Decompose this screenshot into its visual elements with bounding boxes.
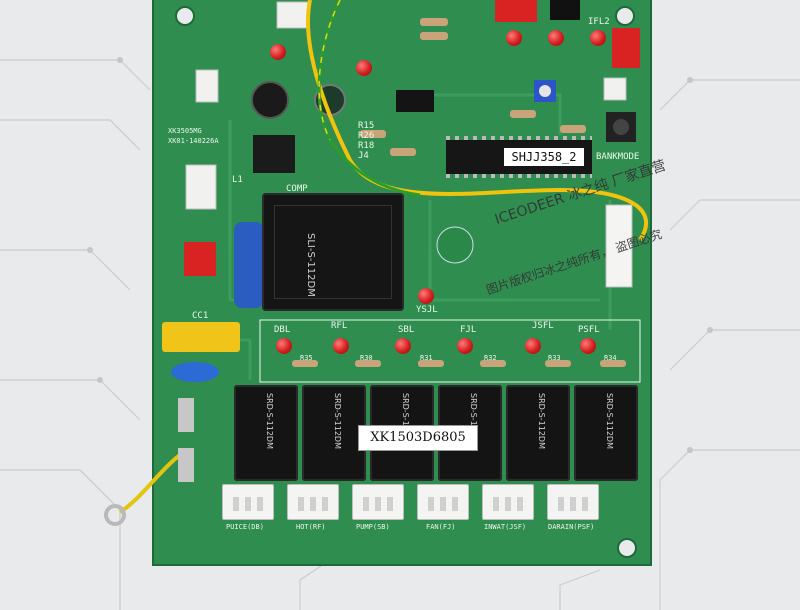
board-rev-text: XK01-140226A (168, 137, 219, 145)
silk-hot: HOT(RF) (296, 523, 326, 531)
relay-6-text: SRD-S-112DM (605, 393, 614, 449)
chip-label: SHJJ358_2 (504, 148, 584, 166)
main-relay: SLI-S-112DM (262, 193, 404, 311)
silk-sbl: SBL (398, 325, 415, 335)
silk-comp: COMP (286, 184, 308, 194)
silk-jsfl: JSFL (532, 321, 554, 331)
led-2 (356, 60, 372, 76)
silk-r26: R26 (358, 131, 375, 141)
silk-r33: R33 (548, 354, 561, 362)
silk-r32: R32 (484, 354, 497, 362)
led-1 (270, 44, 286, 60)
silk-r34: R34 (604, 354, 617, 362)
silk-r30: R30 (360, 354, 373, 362)
relay-2: SRD-S-112DM (302, 385, 366, 481)
relay-1: SRD-S-112DM (234, 385, 298, 481)
silk-r18: R18 (358, 141, 375, 151)
led-rfl (333, 338, 349, 354)
led-fjl (457, 338, 473, 354)
silk-inwat: INWAT(JSF) (484, 523, 527, 531)
silk-r15: R15 (358, 121, 375, 131)
board-sticker: XK1503D6805 (358, 425, 478, 451)
main-relay-text: SLI-S-112DM (305, 233, 316, 297)
led-psfl (580, 338, 596, 354)
silk-darain: DARAIN(PSF) (548, 523, 595, 531)
led-5 (590, 30, 606, 46)
silk-ifl2: IFL2 (588, 17, 610, 27)
silk-r35: R35 (300, 354, 313, 362)
silk-puice: PUICE(DB) (226, 523, 264, 531)
silk-l1: L1 (232, 175, 243, 185)
led-dbl (276, 338, 292, 354)
microcontroller-chip: SHJJ358_2 (446, 136, 592, 178)
connector-hot (287, 484, 339, 520)
connector-pump (352, 484, 404, 520)
silk-j4: J4 (358, 151, 369, 161)
silk-dbl: DBL (274, 325, 291, 335)
silk-r31: R31 (420, 354, 433, 362)
connector-puice (222, 484, 274, 520)
silk-psfl: PSFL (578, 325, 600, 335)
led-sbl (395, 338, 411, 354)
relay-6: SRD-S-112DM (574, 385, 638, 481)
board-id-text: XK3505MG (168, 127, 202, 135)
connector-inwat (482, 484, 534, 520)
led-ysjl (418, 288, 434, 304)
led-jsfl (525, 338, 541, 354)
relay-5: SRD-S-112DM (506, 385, 570, 481)
relay-5-text: SRD-S-112DM (537, 393, 546, 449)
silk-ysjl: YSJL (416, 305, 438, 315)
led-3 (506, 30, 522, 46)
connector-fan (417, 484, 469, 520)
connector-darain (547, 484, 599, 520)
silk-pump: PUMP(SB) (356, 523, 390, 531)
relay-2-text: SRD-S-112DM (333, 393, 342, 449)
silk-fjl: FJL (460, 325, 477, 335)
led-4 (548, 30, 564, 46)
silk-cc1: CC1 (192, 311, 209, 321)
silk-bankmode: BANKMODE (596, 152, 640, 162)
silk-rfl: RFL (331, 321, 348, 331)
silk-fan: FAN(FJ) (426, 523, 456, 531)
relay-1-text: SRD-S-112DM (265, 393, 274, 449)
